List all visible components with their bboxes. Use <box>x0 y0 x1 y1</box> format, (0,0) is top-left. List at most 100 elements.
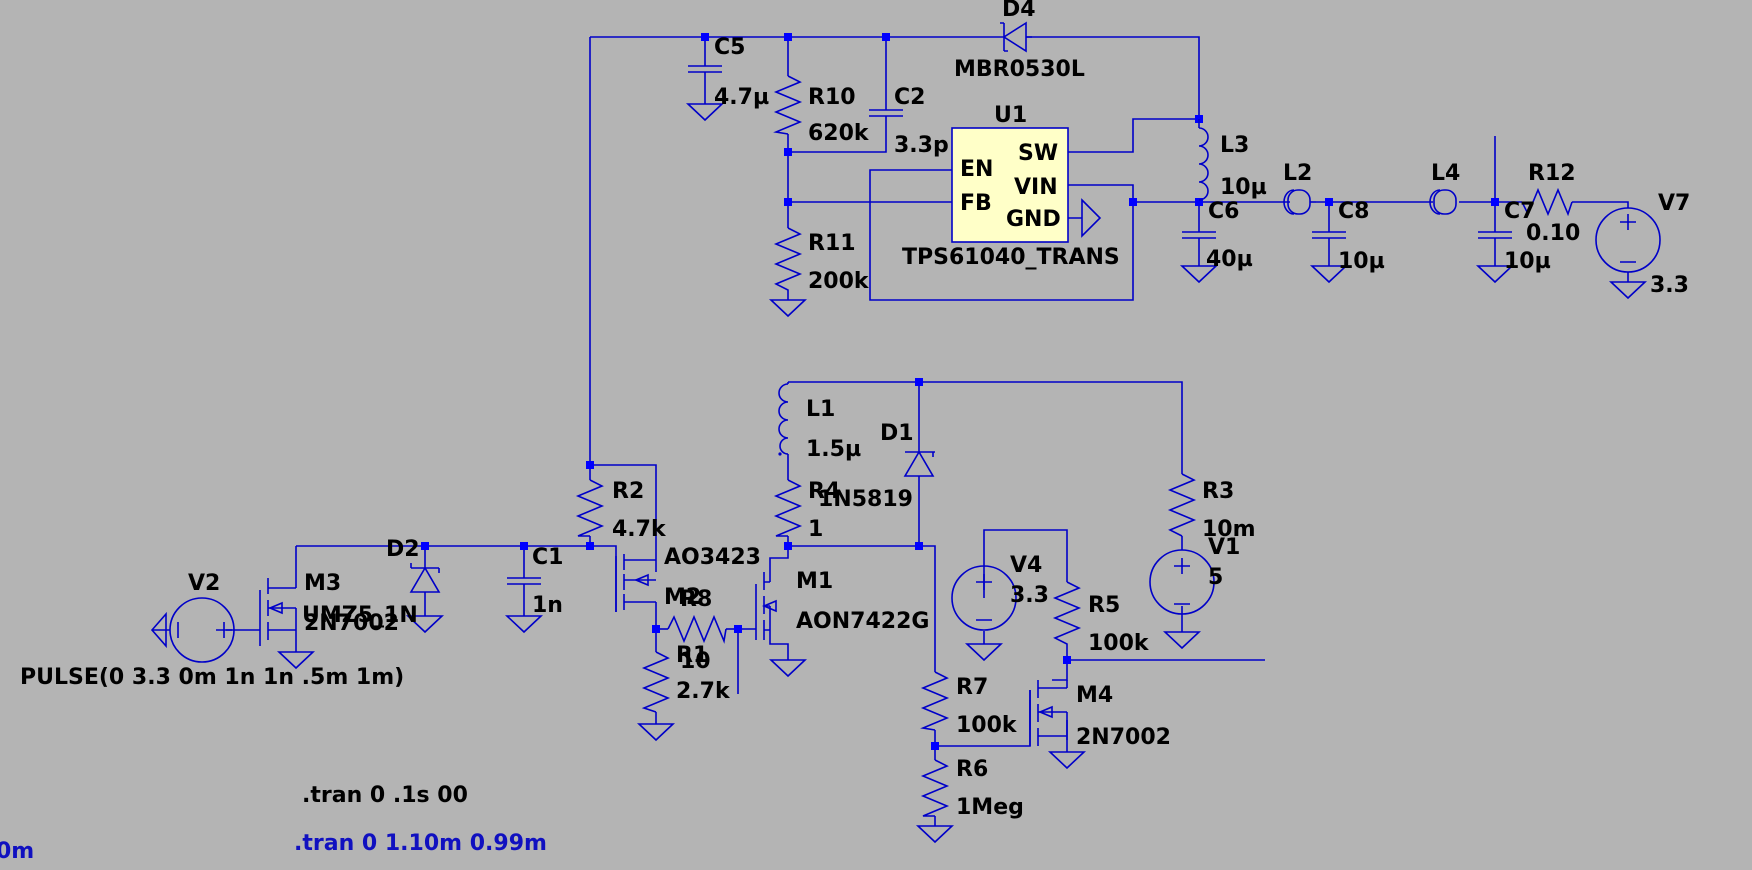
l3-inductor-symbol <box>1198 119 1209 201</box>
v4-ref: V4 <box>1010 553 1042 578</box>
junction-dot <box>652 625 660 633</box>
junction-dot <box>520 542 528 550</box>
r2-ref: R2 <box>612 479 644 504</box>
r8-ref: R8 <box>680 587 712 612</box>
c1-ref: C1 <box>532 545 563 570</box>
m4-nmos-symbol <box>1029 680 1068 752</box>
m3-value: 2N7002 <box>304 611 399 636</box>
r10-resistor-symbol <box>773 75 803 135</box>
ground-icon <box>1162 631 1202 650</box>
c7-ref: C7 <box>1504 199 1535 224</box>
junction-dot <box>1063 656 1071 664</box>
c2-value: 3.3p <box>894 133 949 158</box>
junction-dot <box>784 33 792 41</box>
junction-dot <box>1195 198 1203 206</box>
l2-ref: L2 <box>1283 161 1312 186</box>
l1-value: 1.5µ <box>806 437 861 462</box>
d2-value: UMZ5_1N <box>302 603 418 628</box>
r3-ref: R3 <box>1202 479 1234 504</box>
c6-value: 40µ <box>1206 247 1253 272</box>
ground-icon <box>1608 281 1648 300</box>
v7-ref: V7 <box>1658 191 1690 216</box>
v2-ref: V2 <box>188 571 220 596</box>
ground-icon <box>1475 262 1515 284</box>
r12-value: 0.10 <box>1526 221 1580 246</box>
junction-dot <box>421 542 429 550</box>
ground-icon <box>915 825 955 844</box>
r8-resistor-symbol <box>667 614 727 644</box>
r2-resistor-symbol <box>575 479 605 537</box>
d1-value: 1N5819 <box>818 487 913 512</box>
d4-diode-symbol <box>998 21 1032 53</box>
ground-icon <box>1309 262 1349 284</box>
m1-nmos-symbol <box>755 572 777 640</box>
ground-icon <box>276 651 316 670</box>
ground-icon <box>636 723 676 742</box>
c7-capacitor-symbol <box>1478 231 1512 239</box>
c2-ref: C2 <box>894 85 925 110</box>
r12-ref: R12 <box>1528 161 1576 186</box>
r4-value: 1 <box>808 517 823 542</box>
junction-dot <box>784 542 792 550</box>
l4-ferrite-symbol <box>1429 189 1457 215</box>
r4-ref: R4 <box>808 479 840 504</box>
u1-pin-en: EN <box>960 157 993 182</box>
r10-value: 620k <box>808 121 870 146</box>
ground-symbols <box>276 100 1648 844</box>
d1-ref: D1 <box>880 421 914 446</box>
ground-icon <box>1179 262 1219 284</box>
c6-capacitor-symbol <box>1182 231 1216 239</box>
junction-dot <box>784 198 792 206</box>
r1-ref: R1 <box>676 643 708 668</box>
r7-ref: R7 <box>956 675 988 700</box>
tran-directive-fragment: 0m <box>0 839 34 864</box>
ground-icon <box>405 615 445 634</box>
junction-dot <box>734 625 742 633</box>
m2-value: AO3423 <box>664 545 761 570</box>
v4-source-symbol <box>951 565 1017 631</box>
tran-directive-comment[interactable]: .tran 0 .1s 00 <box>302 783 468 808</box>
ground-icon <box>1047 751 1087 770</box>
m1-ref: M1 <box>796 569 833 594</box>
c2-capacitor-symbol <box>869 109 903 125</box>
u1-ref: U1 <box>994 103 1027 128</box>
l2-ferrite-symbol <box>1283 189 1316 215</box>
spice-directives[interactable]: .tran 0 .1s 00 .tran 0 1.10m 0.99m 0m <box>0 783 547 864</box>
c6-ref: C6 <box>1208 199 1239 224</box>
junction-dot <box>1129 198 1137 206</box>
l1-inductor-symbol <box>778 383 789 456</box>
r6-resistor-symbol <box>920 759 950 817</box>
m3-ref: M3 <box>304 571 341 596</box>
v2-source-symbol <box>150 597 235 663</box>
r8-value: 10 <box>680 649 711 674</box>
c8-value: 10µ <box>1338 249 1385 274</box>
component-symbols <box>150 21 1661 817</box>
u1-pin-vin: VIN <box>1014 175 1058 200</box>
junction-dot <box>701 33 709 41</box>
c1-capacitor-symbol <box>507 577 541 585</box>
c5-value: 4.7µ <box>714 85 769 110</box>
v7-source-symbol <box>1595 207 1661 282</box>
m2-ref: M2 <box>664 585 701 610</box>
junction-dot <box>1491 198 1499 206</box>
junction-dot <box>586 542 594 550</box>
v1-source-symbol <box>1149 549 1215 615</box>
d2-ref: D2 <box>386 537 420 562</box>
l1-ref: L1 <box>806 397 835 422</box>
u1-pin-fb: FB <box>960 191 992 216</box>
r11-resistor-symbol <box>773 227 803 300</box>
c5-capacitor-symbol <box>688 65 722 73</box>
ground-icon <box>685 100 725 122</box>
r3-value: 10m <box>1202 517 1256 542</box>
d4-ref: D4 <box>1002 0 1036 22</box>
u1-pin-gnd: GND <box>1006 207 1061 232</box>
junction-dot <box>915 542 923 550</box>
tran-directive-active[interactable]: .tran 0 1.10m 0.99m <box>294 831 547 856</box>
r7-value: 100k <box>956 713 1018 738</box>
v7-value: 3.3 <box>1650 273 1689 298</box>
ground-icon <box>964 643 1004 662</box>
r7-resistor-symbol <box>920 671 950 731</box>
junction-dot <box>784 148 792 156</box>
u1-ic-symbol <box>951 127 1102 243</box>
